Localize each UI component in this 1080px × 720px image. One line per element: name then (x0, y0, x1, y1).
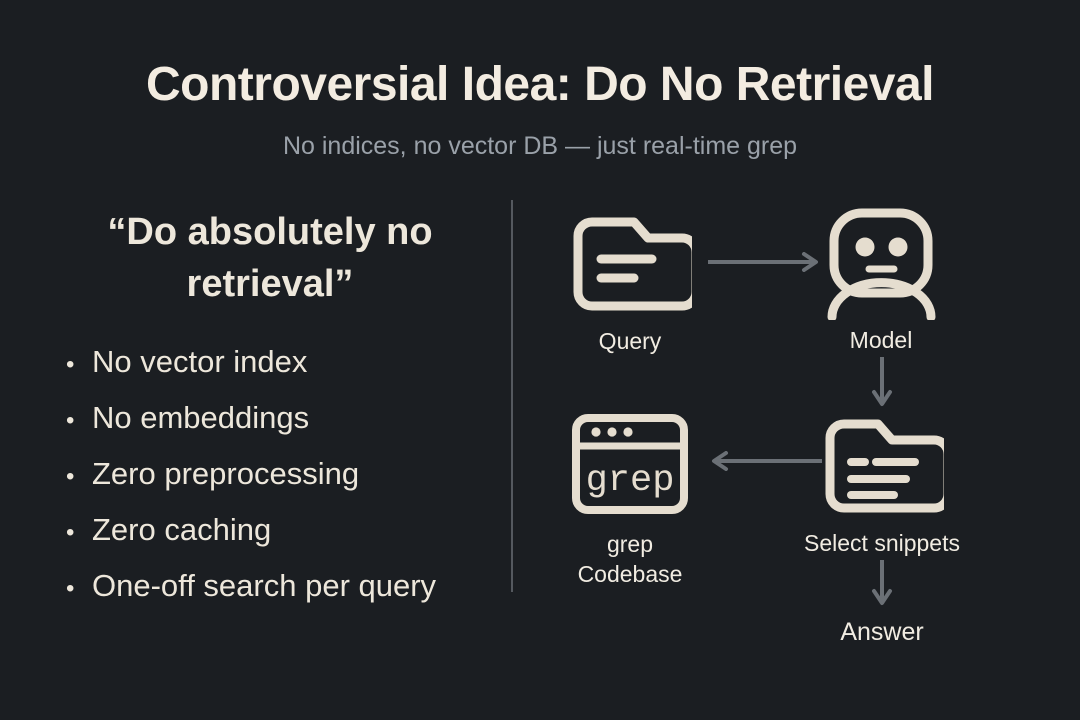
diagram-node-grep: grep grep Codebase (568, 412, 692, 587)
list-item-label: No embeddings (92, 400, 310, 435)
diagram-node-grep-label: grep Codebase (578, 529, 683, 589)
robot-head-icon (822, 205, 936, 320)
diagram-node-snippets-label: Select snippets (804, 530, 960, 556)
folder-lines-icon (820, 412, 944, 516)
list-item-label: One-off search per query (92, 568, 437, 603)
diagram-node-answer-label: Answer (840, 618, 924, 646)
page-title: Controversial Idea: Do No Retrieval (145, 58, 935, 111)
bullet-dot-icon: • (66, 351, 75, 378)
diagram-node-snippets: Select snippets (804, 412, 960, 556)
diagram-node-grep-label-line-1: grep (606, 531, 654, 557)
flow-diagram: Query Model (512, 190, 1080, 660)
list-item: • One-off search per query (66, 568, 500, 624)
left-panel: “Do absolutely no retrieval” • No vector… (40, 206, 500, 624)
arrow-model-to-snippets-icon (867, 355, 897, 411)
arrow-query-to-model-icon (706, 252, 826, 272)
diagram-node-query-label: Query (598, 328, 662, 354)
diagram-node-model-label: Model (849, 327, 913, 353)
terminal-window-icon: grep (568, 412, 692, 516)
page-subtitle: No indices, no vector DB — just real-tim… (282, 132, 798, 160)
bullet-dot-icon: • (66, 463, 75, 490)
feature-bullet-list: • No vector index • No embeddings • Zero… (40, 344, 500, 624)
bullet-dot-icon: • (66, 575, 75, 602)
column-divider (511, 200, 513, 592)
list-item: • Zero preprocessing (66, 456, 500, 512)
quote-heading-line-2: retrieval” (186, 263, 354, 305)
bullet-dot-icon: • (66, 519, 75, 546)
diagram-node-grep-label-line-2: Codebase (577, 561, 683, 587)
folder-document-icon (568, 210, 692, 314)
list-item: • Zero caching (66, 512, 500, 568)
bullet-dot-icon: • (66, 407, 75, 434)
list-item: • No vector index (66, 344, 500, 400)
arrow-snippets-to-answer-icon (867, 558, 897, 610)
list-item-label: Zero preprocessing (92, 456, 360, 491)
arrow-snippets-to-grep-icon (704, 451, 824, 471)
quote-heading: “Do absolutely no retrieval” (40, 206, 500, 310)
terminal-window-text: grep (586, 460, 675, 502)
list-item-label: Zero caching (92, 512, 272, 547)
list-item: • No embeddings (66, 400, 500, 456)
quote-heading-line-1: “Do absolutely no (107, 211, 433, 253)
diagram-node-query: Query (568, 210, 692, 354)
list-item-label: No vector index (92, 344, 308, 379)
diagram-node-model: Model (822, 205, 940, 353)
